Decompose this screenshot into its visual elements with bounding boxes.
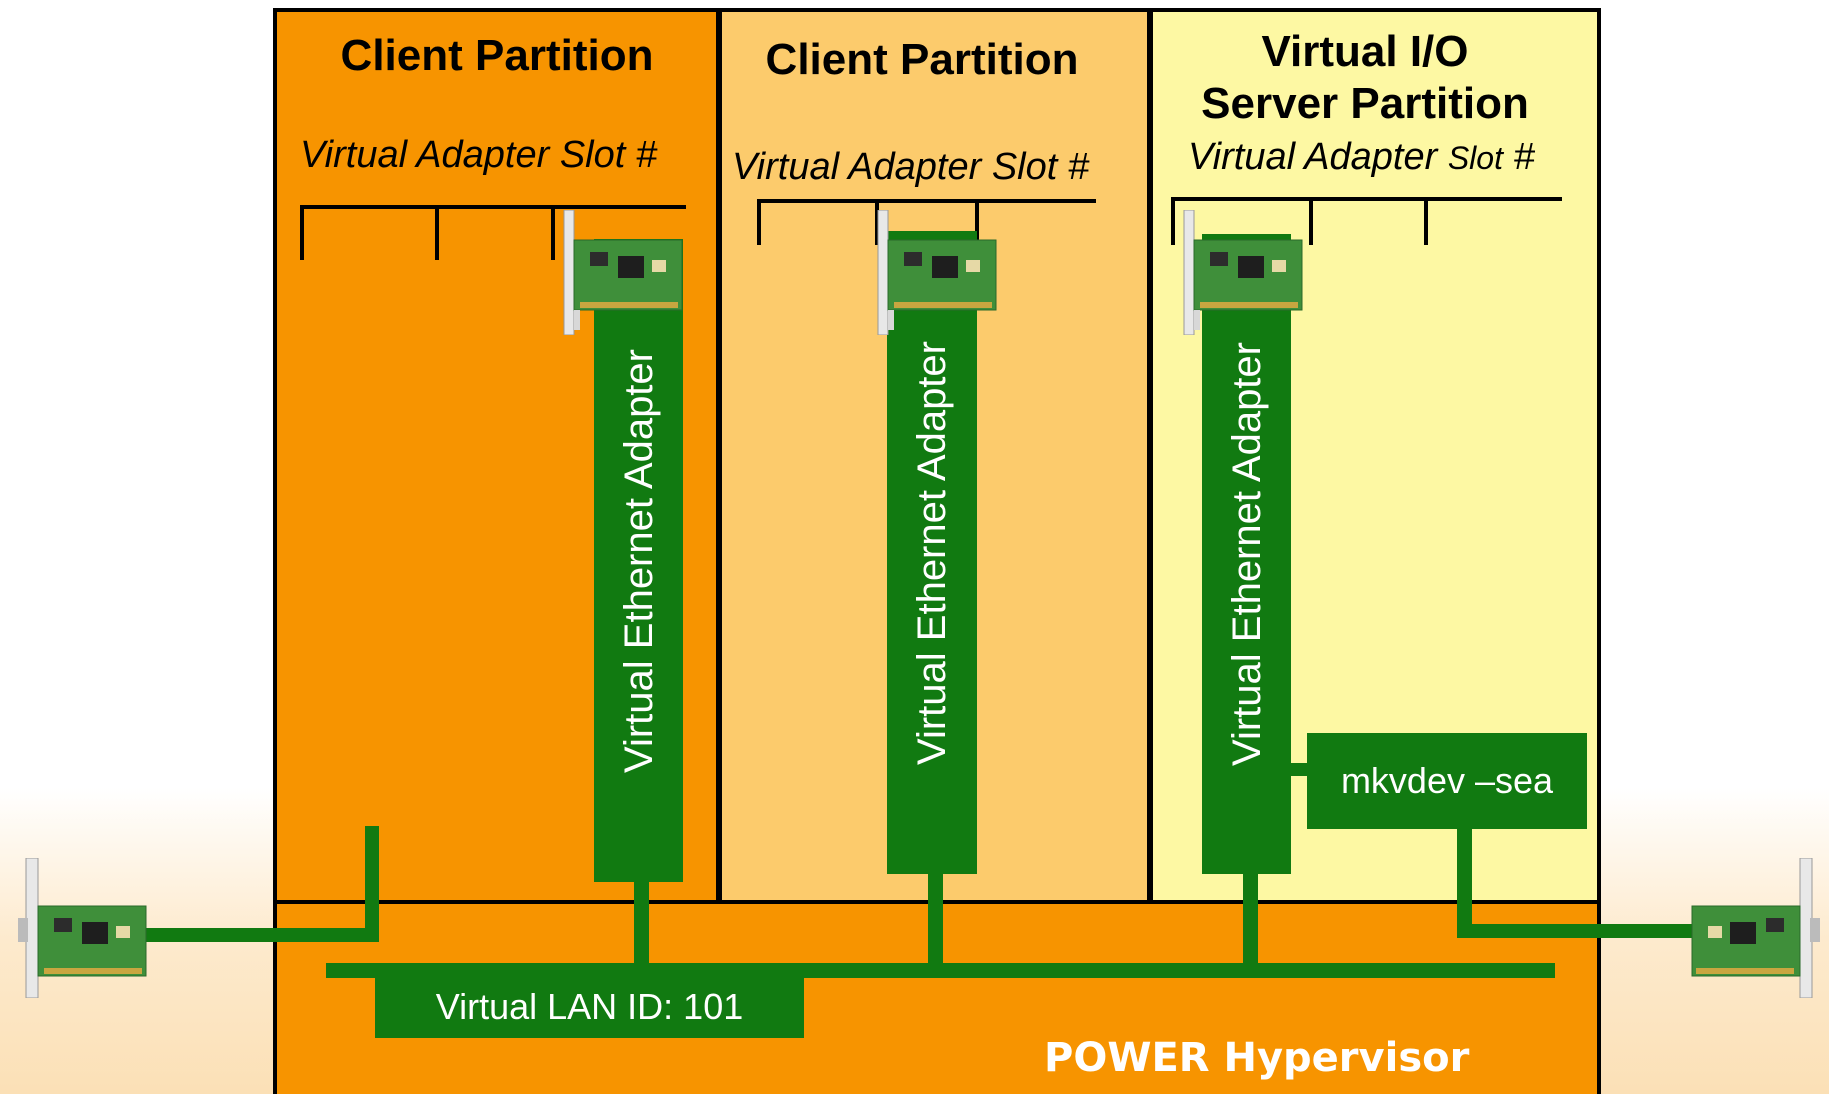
network-card-icon (1183, 210, 1303, 335)
client-partition-1-slot-label: Virtual Adapter Slot # (300, 134, 657, 176)
sea-drop-wire (1457, 826, 1472, 938)
vios-slot-label-main: Virtual Adapter (1188, 136, 1448, 178)
network-card-icon (1691, 858, 1820, 998)
vios-title-line1: Virtual I/O (1261, 27, 1469, 76)
right-physical-wire (1457, 924, 1702, 938)
virtual-ethernet-adapter-3: Virtual Ethernet Adapter (1202, 234, 1291, 874)
vios-partition-title: Virtual I/O Server Partition (1155, 26, 1575, 130)
hypervisor-label: POWER Hypervisor (1044, 1035, 1470, 1081)
virtual-ethernet-adapter-2: Virtual Ethernet Adapter (887, 231, 977, 874)
network-card-icon (563, 210, 683, 335)
client-partition-2-slot-label: Virtual Adapter Slot # (732, 146, 1089, 188)
adapter3-bus-wire (1243, 870, 1258, 968)
vios-slot-label-end: # (1502, 136, 1535, 178)
left-physical-wire (140, 928, 379, 942)
network-card-icon (877, 210, 997, 335)
adapter2-bus-wire (928, 870, 943, 968)
vios-title-line2: Server Partition (1201, 79, 1529, 128)
vios-slot-label: Virtual Adapter Slot # (1188, 136, 1535, 179)
client-partition-1-title: Client Partition (340, 31, 654, 80)
vios-slot-label-small: Slot (1447, 140, 1503, 176)
virtual-ethernet-adapter-2-label: Virtual Ethernet Adapter (910, 340, 955, 765)
network-card-icon (18, 858, 147, 998)
virtual-ethernet-adapter-3-label: Virtual Ethernet Adapter (1224, 342, 1269, 766)
vlan-id-box: Virtual LAN ID: 101 (375, 975, 804, 1038)
virtual-ethernet-adapter-1: Virtual Ethernet Adapter (594, 239, 683, 882)
client-partition-2-title: Client Partition (765, 35, 1079, 84)
adapter1-bus-wire (634, 878, 649, 968)
partition1-drop-wire (365, 826, 379, 941)
sea-command-box: mkvdev –sea (1307, 733, 1587, 829)
virtual-ethernet-adapter-1-label: Virtual Ethernet Adapter (616, 348, 661, 773)
